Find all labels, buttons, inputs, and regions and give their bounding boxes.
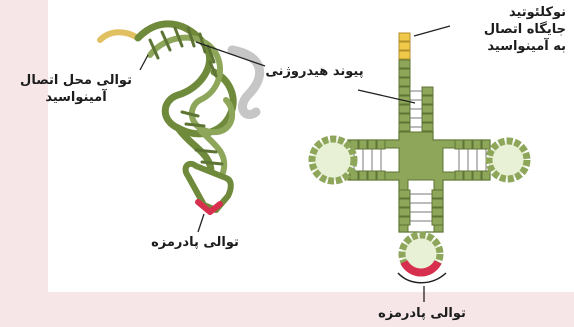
label-nucleotide-line2: جایگاه اتصال	[446, 21, 566, 38]
label-anticodon-right: توالی پادرمزه	[362, 305, 482, 322]
label-amino-attach-site: توالی محل اتصال آمینواسید	[6, 72, 146, 106]
t-loop	[489, 141, 527, 179]
label-amino-attach-line2: آمینواسید	[6, 89, 146, 106]
label-nucleotide-line3: به آمینواسید	[446, 38, 566, 55]
trna-3d-model	[100, 24, 260, 212]
t-arm-bonds	[459, 149, 486, 171]
anticodon-stem-bonds	[410, 194, 432, 221]
d-loop	[312, 139, 354, 181]
acceptor-tail	[100, 32, 138, 40]
leader-nucleotide	[414, 26, 450, 36]
label-hydrogen-bond: پیوند هیدروژنی	[262, 63, 367, 80]
label-anticodon-left: توالی پادرمزه	[140, 234, 250, 251]
d-arm-bonds	[354, 149, 381, 171]
leader-anticodon-left	[198, 214, 204, 232]
acceptor-nucleotides	[399, 33, 410, 59]
anticodon-stem	[399, 190, 443, 225]
label-nucleotide-attach: نوکلئوتید جایگاه اتصال به آمینواسید	[446, 4, 566, 55]
acceptor-stem	[399, 60, 433, 131]
acceptor-bonds	[410, 91, 422, 127]
label-nucleotide-line1: نوکلئوتید	[446, 4, 566, 21]
t-arm-stem	[455, 140, 490, 180]
label-amino-attach-line1: توالی محل اتصال	[6, 72, 146, 89]
leader-amino-attach	[140, 55, 148, 70]
